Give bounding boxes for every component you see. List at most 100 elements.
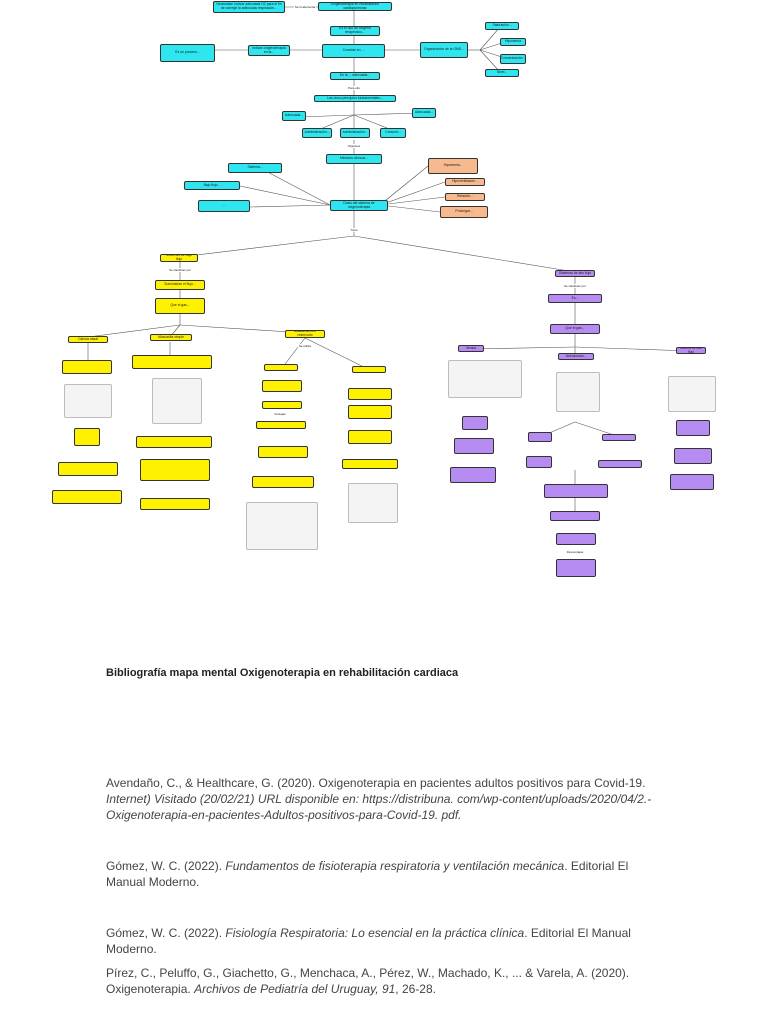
node-definicion: Es el uso de oxígeno terapéutico...: [330, 26, 380, 36]
node-o1: Hipoxemia...: [428, 158, 478, 174]
node-s5: Adecuada...: [412, 108, 436, 118]
node-left-b: Es un proceso...: [160, 44, 215, 62]
node-bajo-flujo: Sistemas de bajo flujo: [160, 254, 198, 262]
device-photo-mascarilla: [152, 378, 202, 424]
node-y-detail-7: [262, 401, 302, 409]
node-p-detail-12: [676, 420, 710, 436]
node-p-detail-9: [550, 511, 600, 521]
reference-source: Internet) Visitado (20/02/21) URL dispon…: [106, 792, 652, 822]
node-left-m1: Sistema...: [228, 163, 282, 173]
node-y-detail-5: [262, 380, 302, 392]
node-s1: Adecuada...: [282, 111, 306, 121]
reference-publisher: , 26-28.: [395, 982, 436, 996]
node-y-detail-12: [342, 459, 398, 469]
connector-label: Para ello: [347, 86, 361, 90]
node-p-detail-6: [526, 456, 552, 468]
node-y-detail-17: [136, 436, 212, 448]
reference-source: Archivos de Pediatría del Uruguay, 91: [194, 982, 396, 996]
connector-label: Se utiliza: [297, 344, 313, 348]
node-mascarilla-reservorio: Mascarilla con reservorio: [285, 330, 325, 338]
reference-3: Gómez, W. C. (2022). Fisiología Respirat…: [106, 925, 662, 957]
node-o4: Prolongar...: [440, 206, 488, 218]
connector-label: Ventajas: [273, 412, 287, 416]
node-adecuada: En la ... adecuada...: [330, 72, 380, 80]
node-p-detail-1: [462, 416, 488, 430]
node-canula-alto-flujo: Cánula de alto flujo: [676, 347, 706, 354]
node-y-detail-11: [258, 446, 308, 458]
device-photo-nebulizador: [556, 372, 600, 412]
node-venturi: Venturi: [458, 345, 484, 352]
reference-authors: Gómez, W. C. (2022).: [106, 859, 226, 873]
connector-label: Se fundamenta: [293, 5, 317, 9]
connector-label: Se clasifican por: [167, 268, 193, 272]
node-p-detail-14: [670, 474, 714, 490]
node-necesidad: Necesidad: Indicar adecuada O2 para el f…: [213, 1, 285, 13]
connector-label: Se clasifican por: [562, 284, 588, 288]
node-y-detail-16: [52, 490, 122, 504]
node-left-a: Indicar oxigenoterapia en la...: [248, 45, 290, 56]
reference-publisher: . Editorial El Manual Moderno.: [106, 859, 629, 889]
node-y-detail-19: [140, 498, 210, 510]
reference-source: Fisiología Respiratoria: Lo esencial en …: [225, 926, 525, 940]
node-o2: Hipoventilación...: [445, 178, 485, 186]
node-p-detail-7: [598, 460, 642, 468]
node-canula-nasal: Cánula nasal: [68, 336, 108, 343]
node-p-detail-2: [454, 438, 494, 454]
connector-label: Tipos: [349, 228, 359, 232]
reference-4: Pírez, C., Peluffo, G., Giachetto, G., M…: [106, 965, 662, 997]
reference-1: Avendaño, C., & Healthcare, G. (2020). O…: [106, 775, 662, 823]
reference-source: Fundamentos de fisioterapia respiratoria…: [225, 859, 565, 873]
node-y-detail-13: [252, 476, 314, 488]
device-photo-canula: [64, 384, 112, 418]
node-left-m2: Bajo flujo...: [184, 181, 240, 190]
reference-2: Gómez, W. C. (2022). Fundamentos de fisi…: [106, 858, 662, 890]
node-y-detail-8: [348, 405, 392, 419]
node-y-detail-3: [264, 364, 298, 371]
node-alto-flujo: Sistemas de alto flujo: [555, 270, 595, 277]
device-photo-patient: [348, 483, 398, 523]
node-p2: Es...: [548, 294, 602, 303]
reference-authors: Pírez, C., Peluffo, G., Giachetto, G., M…: [106, 966, 630, 996]
node-center: Dosis del sistema de oxigenoterapia: [330, 200, 388, 211]
reference-publisher: . Editorial El Manual Moderno.: [106, 926, 631, 956]
node-y-detail-4: [352, 366, 386, 373]
device-photo-reservorio: [246, 502, 318, 550]
node-right-b3: Concentración...: [500, 54, 526, 64]
node-metodos: Métodos clínicos...: [326, 154, 382, 164]
node-y-detail-2: [132, 355, 212, 369]
node-oms: Organización de la OMS...: [420, 42, 468, 58]
node-p-detail-13: [674, 448, 712, 464]
reference-authors: Avendaño, C., & Healthcare, G. (2020). O…: [106, 776, 646, 790]
node-left-m3: ...: [198, 200, 250, 212]
node-y-detail-1: [62, 360, 112, 374]
node-o3: Relación...: [445, 193, 485, 201]
node-right-b4: Nivel...: [485, 69, 519, 77]
node-p-detail-8: [544, 484, 608, 498]
connector-label: Desventajas: [565, 550, 585, 554]
node-consiste: Consiste en ...: [322, 44, 385, 58]
node-y-detail-10: [348, 430, 392, 444]
node-oxigenoterapia-title: Oxigenoterapia en rehabilitación cardiop…: [318, 2, 392, 11]
node-p-detail-4: [528, 432, 552, 442]
node-p3: Que el gas...: [550, 324, 600, 334]
device-photo-alto-flujo: [668, 376, 716, 412]
node-y-detail-18: [140, 459, 210, 481]
device-photo-venturi: [448, 360, 522, 398]
node-p-detail-3: [450, 467, 496, 483]
connector-label: Objetivos: [346, 144, 362, 148]
node-right-b1: Saturación...: [485, 22, 519, 30]
node-y2: Suministran el flujo...: [155, 280, 205, 290]
bibliography-title: Bibliografía mapa mental Oxigenoterapia …: [106, 667, 459, 679]
concept-map: Necesidad: Indicar adecuada O2 para el f…: [52, 1, 716, 577]
node-y-detail-9: [256, 421, 306, 429]
node-y-detail-14: [74, 428, 100, 446]
node-y3: Que el gas...: [155, 298, 205, 314]
node-s4: Concent...: [380, 128, 406, 138]
node-p-detail-10: [556, 533, 596, 545]
node-p-detail-11: [556, 559, 596, 577]
node-s2: Administración...: [302, 128, 332, 138]
node-mascarilla-simple: Mascarilla simple: [150, 334, 192, 341]
node-principios: Las cinco principios fundamentales...: [314, 95, 396, 102]
node-s3: Administración...: [340, 128, 370, 138]
node-y-detail-15: [58, 462, 118, 476]
